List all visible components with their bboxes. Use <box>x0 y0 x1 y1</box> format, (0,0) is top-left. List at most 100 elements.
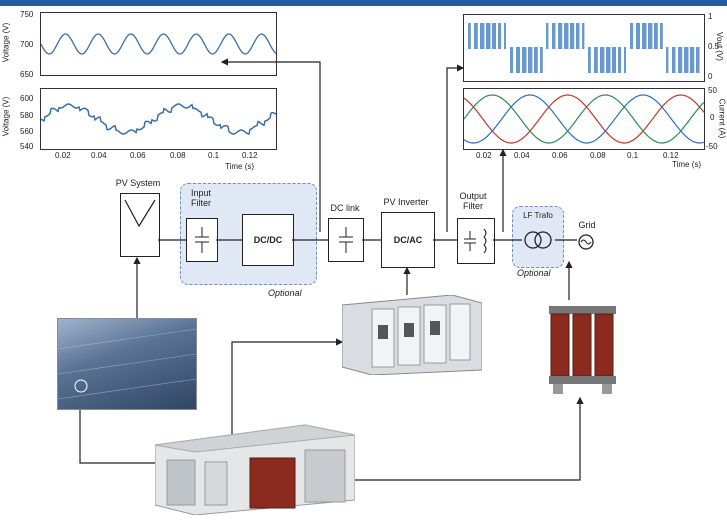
switching-tick-2: 0 <box>708 72 713 81</box>
current-tick-0: 50 <box>708 86 717 95</box>
voltage-wave-mid <box>40 103 277 135</box>
pwm-pulse <box>546 23 549 49</box>
pwm-pulse <box>564 23 569 49</box>
left-xtick-3: 0.08 <box>170 151 186 160</box>
pwm-pulse <box>684 47 689 73</box>
transformer-drawing <box>549 306 616 394</box>
pv-panel-icon <box>124 199 156 228</box>
pwm-pulse <box>576 23 580 49</box>
container-station-drawing <box>154 424 356 516</box>
pwm-pulse <box>666 47 669 73</box>
dcac-block: DC/AC <box>381 212 435 268</box>
pwm-pulse <box>540 47 543 73</box>
pwm-pulse <box>606 47 611 73</box>
pwm-pulse <box>588 47 591 73</box>
voltage-wave-top <box>40 33 277 55</box>
pwm-pulse <box>600 47 605 73</box>
pwm-pulse <box>516 47 520 73</box>
grid-source-icon <box>578 234 594 250</box>
left-xtick-4: 0.1 <box>208 151 220 160</box>
right-xlabel: Time (s) <box>672 160 702 169</box>
voltage-plot-top <box>40 12 277 76</box>
left-xtick-0: 0.02 <box>55 151 71 160</box>
optional-trafo-region <box>512 206 564 268</box>
pwm-pulse <box>594 47 598 73</box>
left-xtick-1: 0.04 <box>91 151 107 160</box>
pwm-pulse <box>570 23 575 49</box>
voltage-mid-tick-1: 580 <box>20 111 34 120</box>
left-xlabel: Time (s) <box>225 162 255 171</box>
pwm-pulse <box>678 47 683 73</box>
pwm-pulse <box>510 47 514 73</box>
optional-left-label: Optional <box>268 288 302 298</box>
current-waves <box>463 94 705 144</box>
left-xtick-5: 0.12 <box>242 151 258 160</box>
pwm-pulse <box>690 47 695 73</box>
pwm-pulse <box>618 47 622 73</box>
pv-system-block <box>120 193 160 257</box>
pwm-pulse <box>696 47 700 73</box>
pwm-pulse <box>636 23 640 49</box>
lc-filter-icon <box>464 228 487 254</box>
grid-label: Grid <box>578 220 596 230</box>
voltage-mid-tick-3: 540 <box>20 142 34 151</box>
right-xtick-5: 0.12 <box>663 151 679 160</box>
current-tick-2: -50 <box>706 142 718 151</box>
dc-link-label: DC link <box>330 203 360 213</box>
pwm-pulse <box>624 47 626 73</box>
output-filter-block <box>457 218 495 264</box>
pwm-pulse <box>492 23 496 49</box>
pwm-pulse <box>498 23 502 49</box>
voltage-mid-tick-0: 600 <box>20 94 34 103</box>
container-station-photo <box>154 420 356 516</box>
voltage-mid-tick-2: 560 <box>20 127 34 136</box>
current-tick-1: 0 <box>710 113 715 122</box>
transformer-icon <box>524 231 552 249</box>
voltage-plot-mid <box>40 88 277 150</box>
capacitor-icon <box>195 227 209 253</box>
pwm-pulse <box>534 47 538 73</box>
input-filter-label: Input Filter <box>190 188 212 208</box>
pwm-pulse <box>486 23 491 49</box>
pwm-pulse <box>582 23 585 49</box>
pwm-pulse <box>648 23 653 49</box>
current-plot <box>463 88 705 150</box>
output-filter-label: Output Filter <box>459 191 487 211</box>
pwm-pulse <box>612 47 616 73</box>
pwm-pulse <box>642 23 647 49</box>
left-xtick-2: 0.06 <box>130 151 146 160</box>
pwm-pulse <box>474 23 478 49</box>
transformer-photo <box>545 300 620 398</box>
pwm-pulse <box>528 47 533 73</box>
pv-inverter-label: PV Inverter <box>383 197 429 207</box>
inverter-cabinet-photo <box>341 294 483 376</box>
pwm-pulse <box>654 23 658 49</box>
switching-tick-1: 0.5 <box>708 42 720 51</box>
pwm-pulse <box>660 23 663 49</box>
right-xtick-0: 0.02 <box>476 151 492 160</box>
pwm-pulse <box>468 23 471 49</box>
voltage-top-tick-2: 650 <box>20 70 34 79</box>
right-xtick-2: 0.06 <box>552 151 568 160</box>
solar-array-texture <box>57 328 197 400</box>
pwm-pulse <box>558 23 563 49</box>
dcdc-block: DC/DC <box>242 214 294 266</box>
switching-plot <box>463 14 705 82</box>
right-xtick-3: 0.08 <box>590 151 606 160</box>
capacitor-icon <box>339 227 353 253</box>
pwm-pulse <box>630 23 634 49</box>
inverter-cabinet-drawing <box>341 294 483 376</box>
pv-system-label: PV System <box>115 178 161 188</box>
pv-panel-photo <box>57 318 197 410</box>
switching-wave <box>468 23 700 73</box>
switching-tick-0: 1 <box>708 12 713 21</box>
voltage-top-tick-1: 700 <box>20 40 34 49</box>
pwm-pulse <box>480 23 485 49</box>
right-xtick-4: 0.1 <box>627 151 639 160</box>
pwm-pulse <box>672 47 676 73</box>
right-xtick-1: 0.04 <box>514 151 530 160</box>
optional-right-label: Optional <box>517 268 551 278</box>
pwm-pulse <box>552 23 556 49</box>
pwm-pulse <box>504 23 506 49</box>
